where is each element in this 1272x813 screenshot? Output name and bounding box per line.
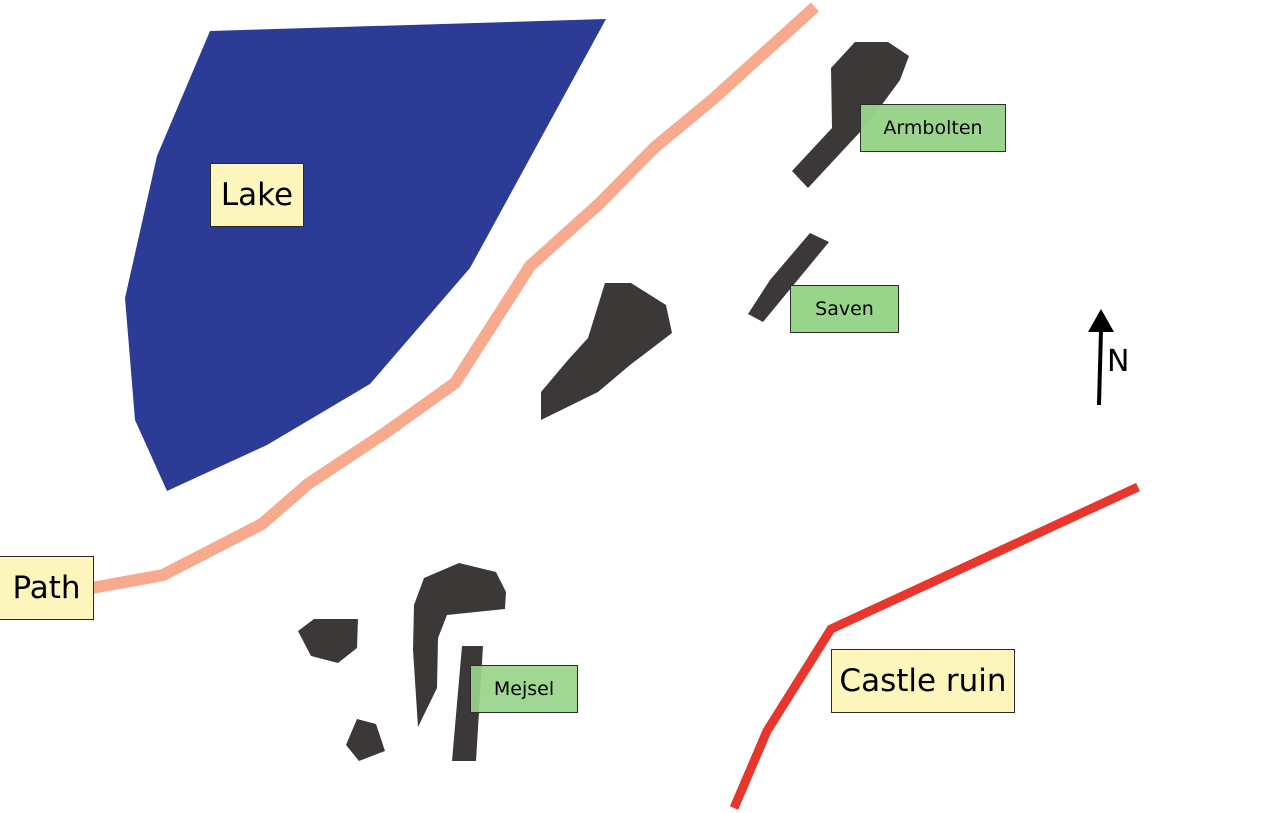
mejsel-hook-rock [413,563,506,727]
armbolten-label: Armbolten [860,104,1006,152]
north-letter: N [1107,344,1130,379]
armbolten-rock [792,42,909,188]
path-line [90,2,820,594]
castle-ruin-label: Castle ruin [831,649,1015,713]
west-small-rock [298,619,358,663]
south-small-rock [346,719,385,761]
lake-area [125,19,606,491]
castle-ruin-wall-line [729,482,1140,810]
lake-label: Lake [210,163,304,227]
middle-boulder-rock [541,283,672,420]
north-arrow-icon [1088,309,1114,406]
path-label: Path [0,556,94,620]
saven-rock [748,233,829,322]
mejsel-label: Mejsel [470,665,578,713]
saven-label: Saven [790,285,899,333]
